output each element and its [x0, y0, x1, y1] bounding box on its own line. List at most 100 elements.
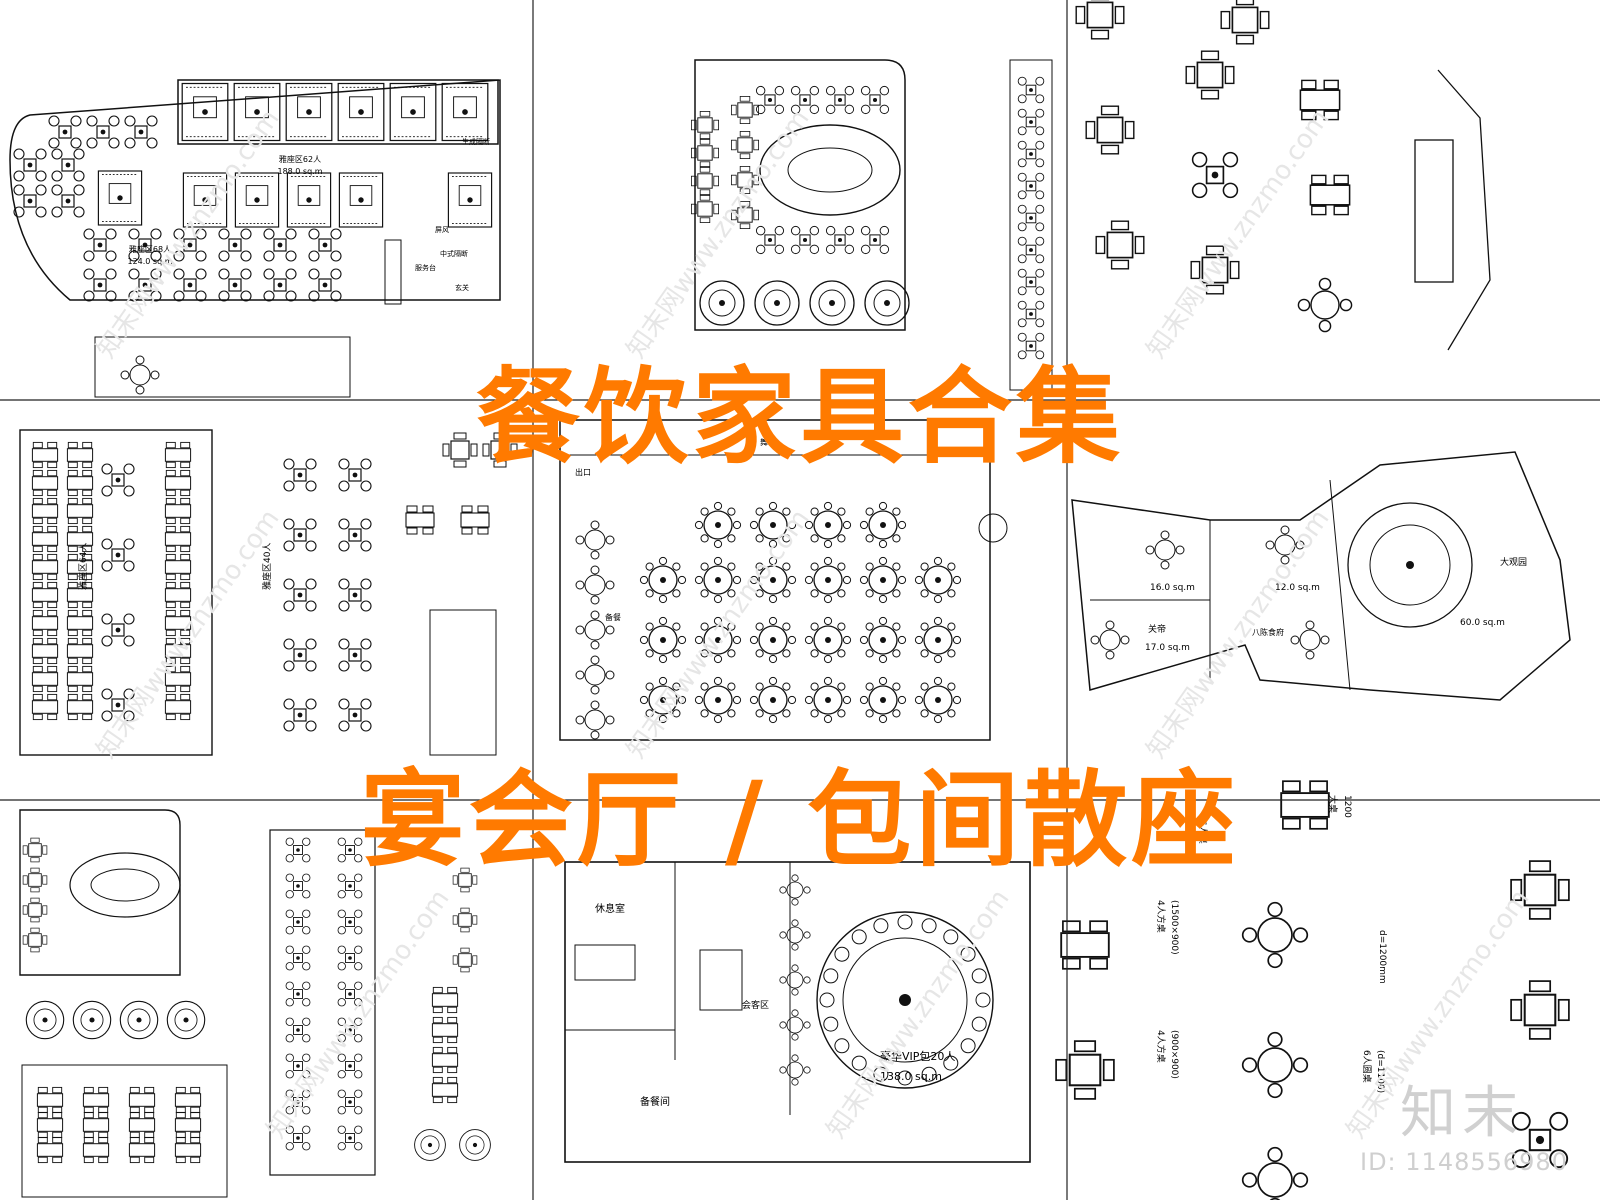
booth-seat [31, 609, 59, 637]
cafe-table [218, 228, 252, 262]
booth-seat [164, 693, 192, 721]
panel-restaurant-plan-4: 雅座区64人 雅座区40人 [19, 429, 518, 756]
cafe-table [13, 184, 47, 218]
booth-seat [31, 693, 59, 721]
vip-chair [823, 968, 839, 984]
cafe-table [285, 1017, 311, 1043]
cafe-table [285, 909, 311, 935]
cafe-table [283, 518, 317, 552]
booth-table [286, 172, 332, 228]
vip-chair [834, 1038, 850, 1054]
cafe-table [48, 115, 82, 149]
cafe-table [755, 85, 785, 115]
banquet-round-table [859, 616, 907, 664]
private-round-table [864, 280, 910, 326]
banquet-round-table [914, 616, 962, 664]
p1-label-area-2: 雅座区68人 [129, 244, 171, 254]
cafe-table [124, 115, 158, 149]
booth-seat [31, 497, 59, 525]
p4-label-area-1: 雅座区64人 [77, 543, 89, 590]
furniture-block [1297, 277, 1353, 333]
p6-label-room-5: 八陈食府 [1252, 627, 1284, 637]
cafe-table [1017, 172, 1045, 200]
square-table [405, 505, 435, 535]
panel-restaurant-plan-2 [690, 59, 1053, 391]
panel-banquet-hall: 舞台 出口 备餐 [559, 419, 1008, 741]
banquet-round-table [914, 556, 962, 604]
p5-label-stage: 舞台 [760, 437, 776, 447]
p1-label-area-1-size: 188.0 sq.m [277, 167, 322, 176]
cafe-table [755, 225, 785, 255]
panel-restaurant-plan-1: 雅座区62人 188.0 sq.m 雅座区68人 124.0 sq.m 服务台 … [9, 79, 501, 398]
p9-label-4: (1500×900) [1169, 900, 1179, 955]
cafe-table [338, 638, 372, 672]
p9-label-6: (900×900) [1169, 1030, 1179, 1079]
private-round-table [699, 280, 745, 326]
vip-chair [834, 946, 850, 962]
booth-seat [164, 525, 192, 553]
cafe-table [83, 268, 117, 302]
booth-seat [164, 553, 192, 581]
booth-table [447, 172, 493, 228]
booth-seat [82, 1136, 110, 1164]
p9-label-5: 4人方桌 [1155, 1030, 1167, 1063]
booth-seat [31, 581, 59, 609]
cafe-table [263, 228, 297, 262]
cafe-table [825, 85, 855, 115]
vip-chair [819, 992, 835, 1008]
vip-chair [873, 1066, 889, 1082]
booth-seat [128, 1111, 156, 1139]
panel-vip-room: 休息室 会客区 备餐间 豪华VIP包20人 138.0 sq.m [564, 861, 1031, 1163]
cafe-table [285, 945, 311, 971]
cafe-table [283, 698, 317, 732]
p6-label-room-3-size: 17.0 sq.m [1145, 643, 1190, 653]
cafe-table [263, 268, 297, 302]
furniture-block [1241, 1146, 1309, 1200]
panel-restaurant-plan-7 [19, 809, 491, 1198]
round-table [575, 655, 615, 695]
vip-chair [921, 1066, 937, 1082]
banquet-round-table [859, 501, 907, 549]
booth-table [441, 82, 489, 142]
watermark-text: 知末网www.znzmo.com [1141, 504, 1335, 764]
p9-label-7: 6人圆桌 [1361, 1050, 1373, 1083]
cafe-table [1017, 204, 1045, 232]
p1-label-screen: 生成隔断 [462, 137, 490, 146]
cafe-table [338, 698, 372, 732]
round-table [575, 700, 615, 740]
banner-subtitle: 宴会厅 / 包间散座 [360, 759, 1240, 881]
banquet-round-table [859, 556, 907, 604]
vip-chair [960, 946, 976, 962]
p8-label-lounge: 休息室 [595, 902, 625, 915]
watermark-text: 知末网www.znzmo.com [91, 504, 285, 764]
booth-seat [36, 1136, 64, 1164]
vip-chair [897, 1070, 913, 1086]
booth-seat [31, 665, 59, 693]
p8-label-vip: 豪华VIP包20人 [880, 1049, 955, 1063]
booth-seat [31, 525, 59, 553]
stock-id: ID: 1148556980 [1360, 1148, 1568, 1176]
vip-chair [975, 992, 991, 1008]
booth-seat [431, 1046, 459, 1074]
furniture-block [1241, 1031, 1309, 1099]
banquet-round-table [804, 676, 852, 724]
p1-label-partition: 中式隔断 [440, 249, 468, 258]
cafe-table [790, 225, 820, 255]
booth-seat [31, 553, 59, 581]
cafe-table [283, 638, 317, 672]
furniture-block [1085, 105, 1135, 155]
booth-seat [66, 665, 94, 693]
cafe-table [1017, 140, 1045, 168]
cafe-table [51, 148, 85, 182]
square-table [452, 947, 478, 973]
vip-chair [971, 968, 987, 984]
furniture-block [1510, 980, 1570, 1040]
cafe-table [285, 981, 311, 1007]
cafe-table [1017, 108, 1045, 136]
cafe-table [337, 1125, 363, 1151]
booth-seat [36, 1111, 64, 1139]
p8-label-vip-size: 138.0 sq.m [880, 1070, 942, 1083]
p4-label-area-2: 雅座区40人 [261, 543, 273, 590]
